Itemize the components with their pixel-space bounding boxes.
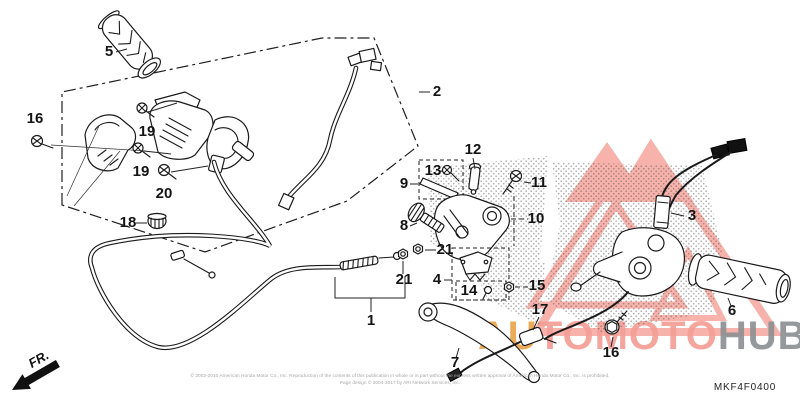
- part-5-grip: [97, 10, 162, 79]
- callout-part-21b: 21: [396, 271, 413, 288]
- callout-part-9: 9: [400, 175, 408, 192]
- copyright-footer: © 2002-2010 American Honda Motor Co., In…: [160, 374, 640, 387]
- leader-lines: [50, 48, 732, 359]
- callout-part-7: 7: [451, 354, 459, 371]
- callout-part-10: 10: [528, 210, 545, 227]
- callout-part-13: 13: [425, 162, 442, 179]
- part-6-grip: [687, 253, 791, 304]
- lever-bracket-group: [397, 159, 523, 301]
- callout-part-2: 2: [433, 83, 441, 100]
- right-switch-assembly: [446, 137, 748, 383]
- copyright-line-2: Page design © 2004-2017 by ARI Network S…: [339, 380, 461, 386]
- callout-part-12: 12: [465, 141, 482, 158]
- callout-part-16a: 16: [27, 110, 44, 127]
- callout-part-11: 11: [531, 174, 547, 191]
- group-boundary-box: [61, 37, 419, 253]
- part-7-lever: [418, 302, 541, 384]
- callout-part-15: 15: [529, 277, 546, 294]
- callout-part-3: 3: [688, 207, 696, 224]
- part-2-wire-harness: [277, 47, 383, 211]
- callout-part-4: 4: [433, 271, 442, 288]
- diagram-code: MKF4F0400: [714, 382, 776, 393]
- copyright-line-1: © 2002-2010 American Honda Motor Co., In…: [190, 374, 610, 379]
- part-1-clutch-cable: [88, 159, 402, 351]
- watermark-segment-hub: HUB: [718, 314, 800, 358]
- callout-part-20: 20: [156, 185, 173, 202]
- callout-part-21a: 21: [437, 241, 454, 258]
- left-switch-assembly: [66, 91, 255, 207]
- callout-part-8: 8: [400, 217, 408, 234]
- callout-part-6: 6: [728, 302, 736, 319]
- callout-part-19b: 19: [133, 163, 150, 180]
- callout-part-17: 17: [532, 301, 549, 318]
- fr-direction-arrow: FR.: [12, 347, 60, 390]
- fasteners-left: [30, 102, 177, 230]
- callout-part-18: 18: [120, 214, 137, 231]
- callout-part-5: 5: [105, 43, 113, 60]
- callout-part-16b: 16: [603, 344, 620, 361]
- callout-part-1: 1: [367, 312, 375, 329]
- callout-part-14: 14: [461, 282, 478, 299]
- callout-part-19a: 19: [139, 123, 156, 140]
